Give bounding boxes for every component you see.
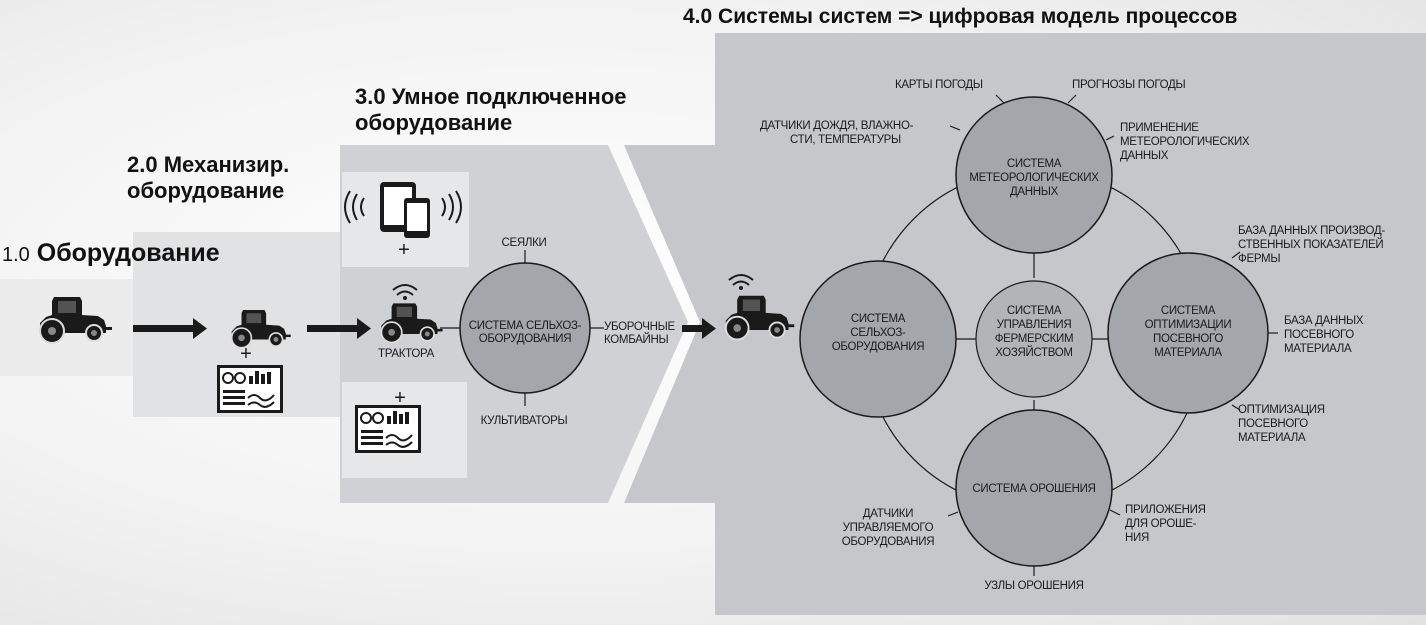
controlled-sensors-label: ОБОРУДОВАНИЯ <box>842 536 934 548</box>
plus-sign: + <box>398 239 410 261</box>
plus-sign: + <box>240 343 252 365</box>
seed-system-label: ПОСЕВНОГО <box>1153 333 1223 345</box>
farm-db-label: ФЕРМЫ <box>1238 253 1280 265</box>
controlled-sensors-label: УПРАВЛЯЕМОГО <box>843 522 934 534</box>
irrigation-system-circle <box>955 409 1113 567</box>
weather-system-label: ДАННЫХ <box>1010 186 1059 198</box>
seed-db-label: МАТЕРИАЛА <box>1284 343 1352 355</box>
stage3-hub-label: СИСТЕМА СЕЛЬХОЗ- <box>469 320 582 332</box>
seed-opt-label: ПОСЕВНОГО <box>1238 418 1308 430</box>
farm-management-label: УПРАВЛЕНИЯ <box>997 319 1072 331</box>
tractor-icon <box>39 296 113 344</box>
harvesters-label: КОМБАЙНЫ <box>604 333 669 346</box>
equipment-system-label: ОБОРУДОВАНИЯ <box>832 341 924 353</box>
seed-system-label: МАТЕРИАЛА <box>1154 347 1222 359</box>
weather-system-circle <box>955 96 1113 254</box>
connected-tractor-icon <box>380 284 444 344</box>
stage4-title: 4.0 Системы систем => цифровая модель пр… <box>683 5 1238 28</box>
cultivators-label: КУЛЬТИВАТОРЫ <box>481 415 568 427</box>
farm-management-label: ФЕРМЕРСКИМ <box>995 333 1074 345</box>
arrow-icon <box>133 318 207 339</box>
met-apps-label: ДАННЫХ <box>1120 150 1169 162</box>
farm-management-circle <box>975 280 1093 398</box>
connector-lines <box>947 94 1278 576</box>
tractors-label: ТРАКТОРА <box>378 348 435 360</box>
sensors-label: СТИ, ТЕМПЕРАТУРЫ <box>790 134 901 146</box>
arrow-icon <box>307 318 371 339</box>
irrigation-nodes-label: УЗЛЫ ОРОШЕНИЯ <box>984 580 1083 592</box>
wireless-devices-icon <box>344 182 462 238</box>
irr-apps-label: ДЛЯ ОРОШЕ- <box>1125 518 1197 530</box>
stage2-title: 2.0 Механизир. оборудование <box>127 152 289 203</box>
dashboard-icon <box>354 404 422 454</box>
seeders-label: СЕЯЛКИ <box>502 237 547 249</box>
weather-maps-label: КАРТЫ ПОГОДЫ <box>895 79 983 91</box>
plus-sign: + <box>394 387 406 409</box>
stage1-number: 1.0 <box>2 244 30 266</box>
stage1-label: Оборудование <box>36 239 220 267</box>
stage3-title-line: 3.0 Умное подключенное <box>355 84 627 109</box>
weather-forecasts-label: ПРОГНОЗЫ ПОГОДЫ <box>1072 79 1186 91</box>
sensors-label: ДАТЧИКИ ДОЖДЯ, ВЛАЖНО- <box>760 120 914 132</box>
dashboard-icon <box>216 364 284 414</box>
seed-db-label: ПОСЕВНОГО <box>1284 329 1354 341</box>
seed-db-label: БАЗА ДАННЫХ <box>1284 315 1364 327</box>
seed-system-label: ОПТИМИЗАЦИИ <box>1145 319 1232 331</box>
farm-management-label: ХОЗЯЙСТВОМ <box>995 346 1072 359</box>
stage2-title-line: 2.0 Механизир. <box>127 152 290 177</box>
harvesters-label: УБОРОЧНЫЕ <box>604 321 676 333</box>
farm-db-label: БАЗА ДАННЫХ ПРОИЗВОД- <box>1238 225 1385 237</box>
weather-system-label: СИСТЕМА <box>1007 158 1062 170</box>
farm-db-label: СТВЕННЫХ ПОКАЗАТЕЛЕЙ <box>1238 238 1383 251</box>
seed-opt-label: МАТЕРИАЛА <box>1238 432 1306 444</box>
stage2-title-line: оборудование <box>127 177 285 203</box>
irrigation-system-label: СИСТЕМА ОРОШЕНИЯ <box>972 483 1095 495</box>
met-apps-label: ПРИМЕНЕНИЕ <box>1120 122 1199 134</box>
stage3-hub-label: ОБОРУДОВАНИЯ <box>479 333 571 345</box>
equipment-system-label: СЕЛЬХОЗ- <box>850 327 906 339</box>
weather-system-label: МЕТЕОРОЛОГИЧЕСКИХ <box>969 172 1099 184</box>
farm-management-label: СИСТЕМА <box>1007 305 1062 317</box>
stage3-hub-circle <box>459 262 591 394</box>
seed-system-label: СИСТЕМА <box>1161 305 1216 317</box>
seed-system-circle <box>1107 252 1269 414</box>
stage3-title-line: оборудование <box>355 109 513 135</box>
equipment-system-circle <box>799 260 957 418</box>
stage1-title: 1.0 Оборудование <box>2 239 220 268</box>
stage3-title: 3.0 Умное подключенное оборудование <box>355 84 627 135</box>
irr-apps-label: ПРИЛОЖЕНИЯ <box>1125 504 1206 516</box>
arrow-icon <box>682 318 716 339</box>
irr-apps-label: НИЯ <box>1125 532 1149 544</box>
equipment-system-label: СИСТЕМА <box>851 313 906 325</box>
connected-tractor-icon <box>724 274 796 341</box>
controlled-sensors-label: ДАТЧИКИ <box>863 508 913 520</box>
met-apps-label: МЕТЕОРОЛОГИЧЕСКИХ <box>1120 136 1250 148</box>
seed-opt-label: ОПТИМИЗАЦИЯ <box>1238 404 1325 416</box>
